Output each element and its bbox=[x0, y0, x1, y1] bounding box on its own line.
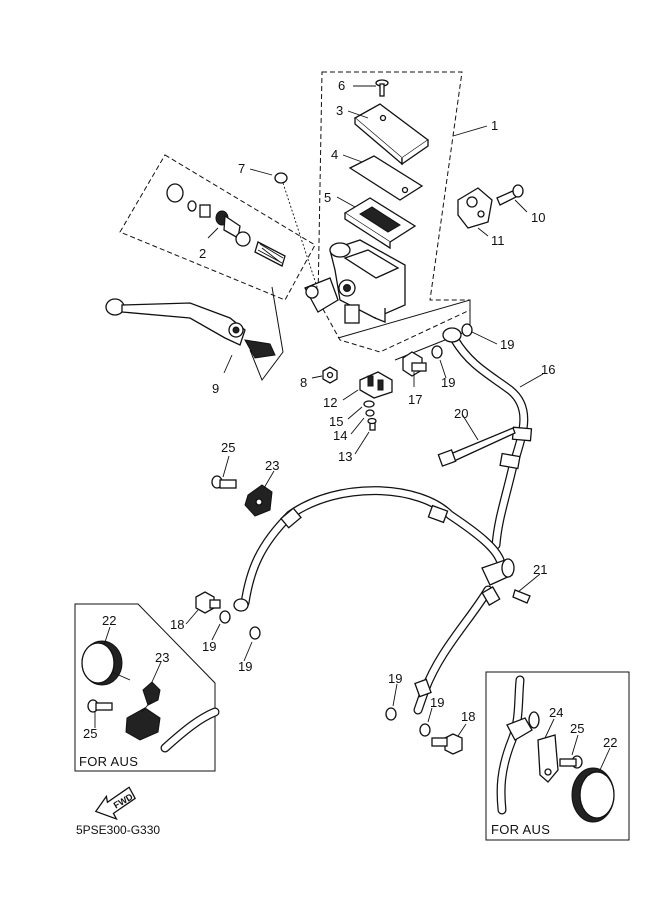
for-aus-label-right: FOR AUS bbox=[491, 822, 550, 837]
switch-12 bbox=[359, 371, 393, 399]
reflector-22-right bbox=[571, 767, 615, 823]
brake-hose-lower bbox=[233, 486, 505, 715]
nut-8 bbox=[322, 366, 338, 384]
screw-13 bbox=[367, 417, 377, 431]
callout-12: 12 bbox=[323, 395, 337, 410]
callout-20: 20 bbox=[454, 406, 468, 421]
for-aus-box-left bbox=[74, 603, 216, 772]
callout-11: 11 bbox=[491, 233, 505, 248]
callout-4: 4 bbox=[331, 147, 338, 162]
callout-25-left: 25 bbox=[83, 726, 97, 741]
washer-15 bbox=[363, 400, 375, 408]
callout-7: 7 bbox=[238, 161, 245, 176]
joint-right-box bbox=[506, 711, 540, 741]
callout-24: 24 bbox=[549, 705, 563, 720]
callout-5: 5 bbox=[324, 190, 331, 205]
washer-14 bbox=[365, 409, 375, 417]
callout-1: 1 bbox=[491, 118, 498, 133]
bolt-25-right bbox=[559, 755, 583, 769]
reservoir-cap-3 bbox=[353, 103, 430, 166]
callout-16: 16 bbox=[541, 362, 555, 377]
brake-lever-9 bbox=[105, 298, 276, 359]
screw-7 bbox=[274, 172, 319, 291]
washer-19-lower-a bbox=[385, 707, 397, 721]
callout-25-right: 25 bbox=[570, 721, 584, 736]
diagram-code: 5PSE300-G330 bbox=[76, 823, 160, 837]
bracket-24 bbox=[537, 734, 559, 783]
callout-numbers: 6 3 1 4 7 5 10 11 2 19 16 8 9 19 17 12 2… bbox=[83, 78, 617, 750]
callout-17: 17 bbox=[408, 392, 422, 407]
callout-18-left: 18 bbox=[170, 617, 184, 632]
callout-23-upper: 23 bbox=[265, 458, 279, 473]
washer-19-left-a bbox=[219, 610, 231, 624]
diaphragm-plate-4 bbox=[348, 155, 424, 201]
holder-11 bbox=[457, 187, 493, 229]
washer-19-upper-right bbox=[461, 323, 473, 337]
callout-3: 3 bbox=[336, 103, 343, 118]
callout-6: 6 bbox=[338, 78, 345, 93]
piston-kit-2 bbox=[166, 183, 286, 267]
washer-19-lower-b bbox=[419, 723, 431, 737]
diaphragm-5 bbox=[343, 197, 417, 250]
callout-23-left: 23 bbox=[155, 650, 169, 665]
cable-tie-20 bbox=[437, 427, 516, 467]
callout-10: 10 bbox=[531, 210, 545, 225]
washer-19-left-b bbox=[249, 626, 261, 640]
union-bolt-18-left bbox=[195, 591, 221, 614]
union-bolt-18-right bbox=[431, 733, 463, 755]
callout-19-left-b: 19 bbox=[238, 659, 252, 674]
callout-13: 13 bbox=[338, 449, 352, 464]
screw-6 bbox=[375, 79, 389, 97]
guide-23 bbox=[244, 484, 273, 517]
bolt-25-left bbox=[87, 699, 113, 713]
joint-21 bbox=[481, 558, 531, 604]
bolt-25 bbox=[211, 475, 237, 489]
callout-19-upper-left: 19 bbox=[441, 375, 455, 390]
reflector-22-left bbox=[81, 640, 131, 686]
callout-9: 9 bbox=[212, 381, 219, 396]
washer-19-upper-left bbox=[431, 345, 443, 359]
for-aus-box-right bbox=[485, 671, 630, 841]
bolt-10 bbox=[496, 184, 524, 206]
callout-19-upper-right: 19 bbox=[500, 337, 514, 352]
union-bolt-17 bbox=[402, 351, 427, 377]
for-aus-label-left: FOR AUS bbox=[79, 754, 138, 769]
callout-18-right: 18 bbox=[461, 709, 475, 724]
callout-19-lower-b: 19 bbox=[430, 695, 444, 710]
callout-14: 14 bbox=[333, 428, 347, 443]
callout-15: 15 bbox=[329, 414, 343, 429]
callout-25-upper: 25 bbox=[221, 440, 235, 455]
callout-8: 8 bbox=[300, 375, 307, 390]
callout-21: 21 bbox=[533, 562, 547, 577]
callout-2: 2 bbox=[199, 246, 206, 261]
assembly-lower-outline bbox=[337, 299, 471, 361]
callout-22-right: 22 bbox=[603, 735, 617, 750]
assembly-2-outline bbox=[119, 154, 316, 301]
master-cylinder-body bbox=[304, 239, 406, 324]
hose-segment-right-box-inner bbox=[497, 676, 524, 814]
bracket-23-left bbox=[125, 681, 161, 741]
assembly-9-outline bbox=[249, 286, 284, 382]
brake-hose-16 bbox=[442, 327, 533, 550]
callout-19-left-a: 19 bbox=[202, 639, 216, 654]
callout-19-lower-a: 19 bbox=[388, 671, 402, 686]
callout-22-left: 22 bbox=[102, 613, 116, 628]
fwd-arrow-icon: FWD bbox=[94, 786, 137, 821]
hose-segment-left-box-inner bbox=[161, 708, 219, 752]
leader-lines bbox=[94, 85, 611, 771]
